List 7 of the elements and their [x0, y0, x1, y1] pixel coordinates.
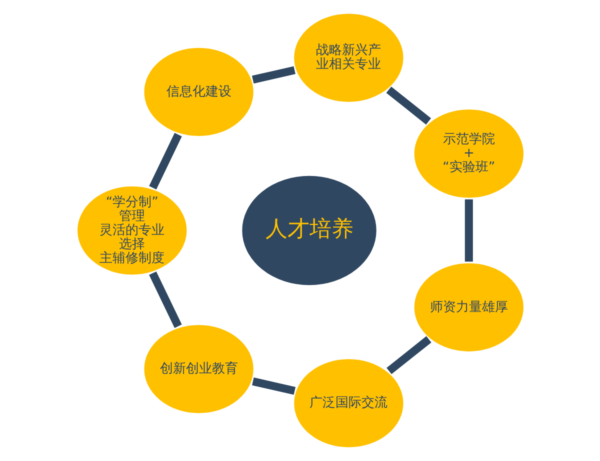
connector: [386, 86, 431, 125]
connector: [386, 336, 431, 374]
connector: [464, 199, 472, 262]
connector: [148, 132, 182, 190]
connector: [148, 271, 182, 328]
connector: [251, 66, 295, 84]
connector: [252, 377, 296, 395]
